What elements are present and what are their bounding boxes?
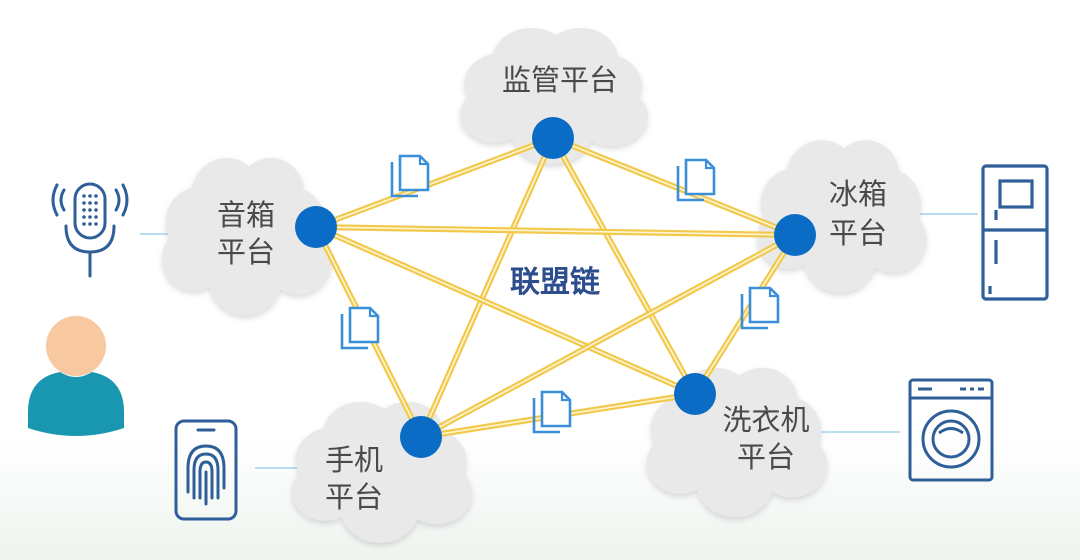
node-dot-speaker <box>295 206 337 248</box>
chain-link-supervision-speaker <box>313 135 556 230</box>
chain-link-speaker-fridge <box>313 224 798 238</box>
node-dot-fridge <box>774 214 816 256</box>
chain-link-supervision-fridge <box>550 135 798 238</box>
node-dot-washer <box>674 373 716 415</box>
node-label-speaker-line1: 音箱 <box>217 198 275 232</box>
document-icon <box>390 154 430 198</box>
chain-link-supervision-washer <box>550 135 698 397</box>
node-label-speaker-line2: 平台 <box>217 235 275 269</box>
node-label-fridge-line2: 平台 <box>829 216 887 250</box>
chain-link-fridge-washer <box>692 232 798 397</box>
node-label-phone-line2: 平台 <box>325 480 383 514</box>
node-dots <box>295 117 816 458</box>
center-title: 联盟链 <box>510 265 600 300</box>
chain-link-supervision-phone <box>418 135 556 440</box>
document-icon <box>676 158 716 202</box>
washing-machine-icon <box>908 378 994 482</box>
chain-link-fridge-phone <box>418 232 798 440</box>
node-label-washer-line2: 平台 <box>737 440 795 474</box>
node-dot-phone <box>400 416 442 458</box>
document-icon <box>532 390 572 434</box>
node-label-fridge-line1: 冰箱 <box>829 177 887 211</box>
refrigerator-icon <box>981 164 1049 301</box>
chain-link-speaker-washer <box>313 224 698 397</box>
node-label-phone-line1: 手机 <box>325 443 383 477</box>
smartphone-fingerprint-icon <box>174 419 238 521</box>
node-label-supervision: 监管平台 <box>502 63 618 97</box>
node-label-washer-line1: 洗衣机 <box>722 403 809 437</box>
node-dot-supervision <box>532 117 574 159</box>
microphone-icon <box>51 182 129 278</box>
user-icon <box>28 316 124 436</box>
document-icon <box>340 306 380 350</box>
chain-links <box>313 135 798 440</box>
